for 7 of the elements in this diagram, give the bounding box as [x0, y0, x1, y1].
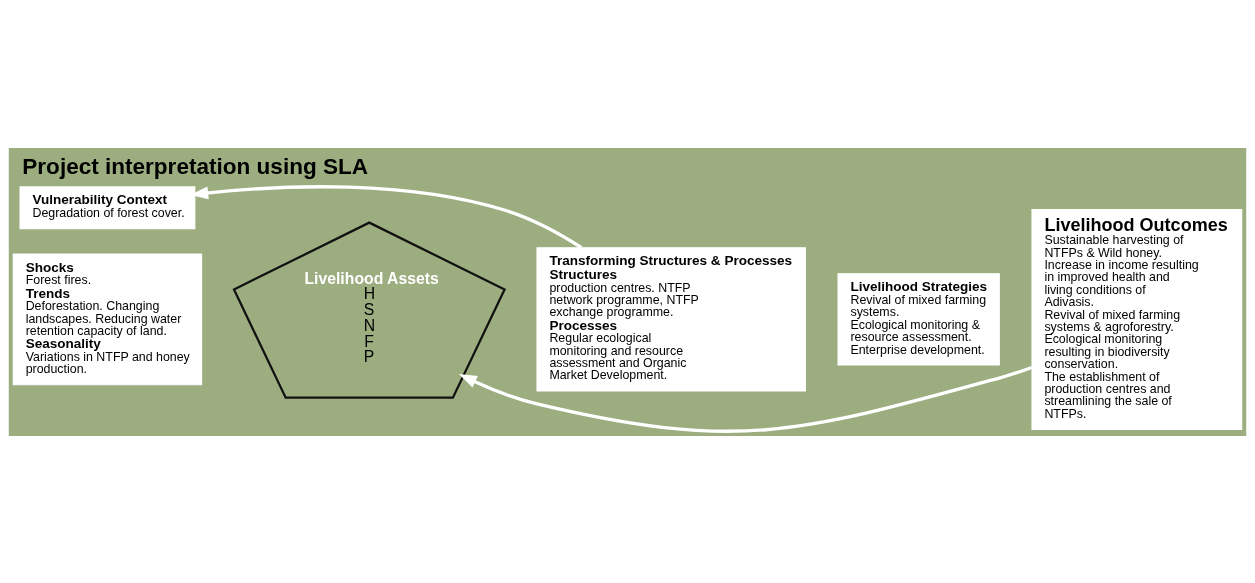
node-box: Livelihood Strategies Revival of mixed farming systems. Ecological monitoring & resource assessment. Enterprise development.: [837, 272, 1000, 366]
node-box: Vulnerability Context Degradation of forest cover.: [19, 185, 196, 229]
diagram-title: Project interpretation using SLA: [22, 153, 369, 179]
node-box: Transforming Structures & Processes Structures production centres. NTFP network programme, NTFP exchange programme. Processes Regular ecological monitoring and resource assessment and Organic Market Development.: [536, 246, 806, 392]
node-box: Livelihood Outcomes Sustainable harvesting of NTFPs & Wild honey. Increase in income resulting in improved health and living conditions of Adivasis. Revival of mixed farming systems & agroforestry. Ecological monitoring resulting in biodiversity conservation. The establishment of production centres and streamlining the sale of NTFPs.: [1031, 208, 1243, 430]
node-box: Shocks Forest fires. Trends Deforestation. Changing landscapes. Reducing water retention capacity of land. Seasonality Variations in NTFP and honey production.: [12, 252, 203, 385]
arrow: [458, 365, 1033, 433]
